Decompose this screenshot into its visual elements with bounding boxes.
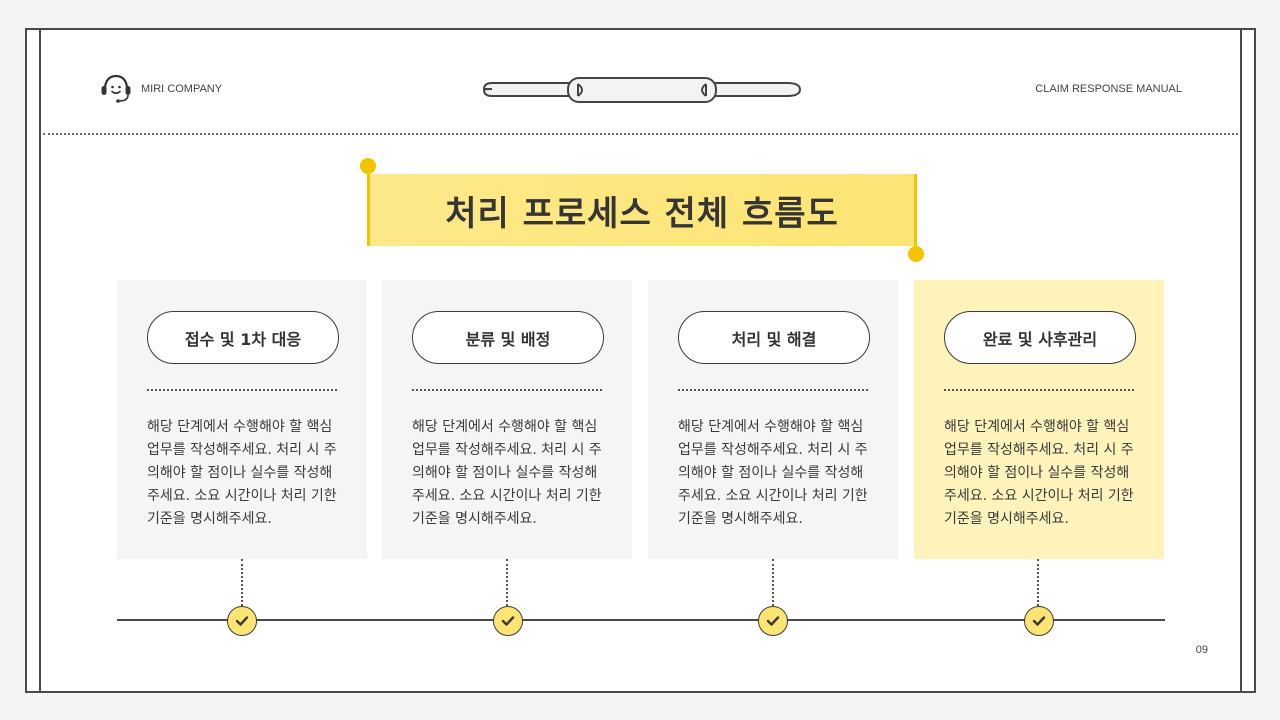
card-divider: [944, 389, 1134, 391]
doc-title: CLAIM RESPONSE MANUAL: [1035, 83, 1182, 95]
frame-inner-line-left: [39, 30, 41, 691]
step-label: 처리 및 해결: [678, 311, 870, 364]
step-label: 접수 및 1차 대응: [147, 311, 339, 364]
brand-name: MIRI COMPANY: [141, 83, 223, 95]
brand: MIRI COMPANY: [99, 73, 222, 105]
step-label: 완료 및 사후관리: [944, 311, 1136, 364]
step-connector: [506, 559, 508, 606]
step-card-3: 처리 및 해결 해당 단계에서 수행해야 할 핵심 업무를 작성해주세요. 처리…: [648, 280, 898, 559]
title-banner: 처리 프로세스 전체 흐름도: [360, 158, 924, 262]
timeline-node-1: [227, 606, 257, 636]
timeline-line: [117, 619, 1165, 621]
step-description: 해당 단계에서 수행해야 할 핵심 업무를 작성해주세요. 처리 시 주의해야 …: [678, 419, 868, 527]
check-icon: [1032, 616, 1046, 626]
check-icon: [766, 616, 780, 626]
step-description: 해당 단계에서 수행해야 할 핵심 업무를 작성해주세요. 처리 시 주의해야 …: [944, 419, 1134, 527]
timeline-node-3: [758, 606, 788, 636]
step-description: 해당 단계에서 수행해야 할 핵심 업무를 작성해주세요. 처리 시 주의해야 …: [147, 419, 337, 527]
step-card-4: 완료 및 사후관리 해당 단계에서 수행해야 할 핵심 업무를 작성해주세요. …: [914, 280, 1164, 559]
page-title: 처리 프로세스 전체 흐름도: [445, 193, 839, 234]
step-label: 분류 및 배정: [412, 311, 604, 364]
step-connector: [241, 559, 243, 606]
headset-smile-icon: [101, 74, 131, 103]
check-icon: [235, 616, 249, 626]
title-dot-icon: [908, 246, 924, 262]
step-connector: [1037, 559, 1039, 606]
step-connector: [772, 559, 774, 606]
step-description: 해당 단계에서 수행해야 할 핵심 업무를 작성해주세요. 처리 시 주의해야 …: [412, 419, 602, 527]
card-divider: [412, 389, 602, 391]
timeline-node-2: [493, 606, 523, 636]
header-divider: [43, 133, 1238, 135]
title-dot-icon: [360, 158, 376, 174]
frame-inner-line-right: [1240, 30, 1242, 691]
card-divider: [678, 389, 868, 391]
step-card-2: 분류 및 배정 해당 단계에서 수행해야 할 핵심 업무를 작성해주세요. 처리…: [382, 280, 632, 559]
slide-frame: MIRI COMPANY CLAIM RESPONSE MANUAL 처리 프로…: [25, 28, 1256, 693]
timeline-node-4: [1024, 606, 1054, 636]
binder-clip-icon: [482, 77, 802, 103]
page-number: 09: [1195, 644, 1208, 656]
step-card-1: 접수 및 1차 대응 해당 단계에서 수행해야 할 핵심 업무를 작성해주세요.…: [117, 280, 367, 559]
check-icon: [501, 616, 515, 626]
card-divider: [147, 389, 337, 391]
